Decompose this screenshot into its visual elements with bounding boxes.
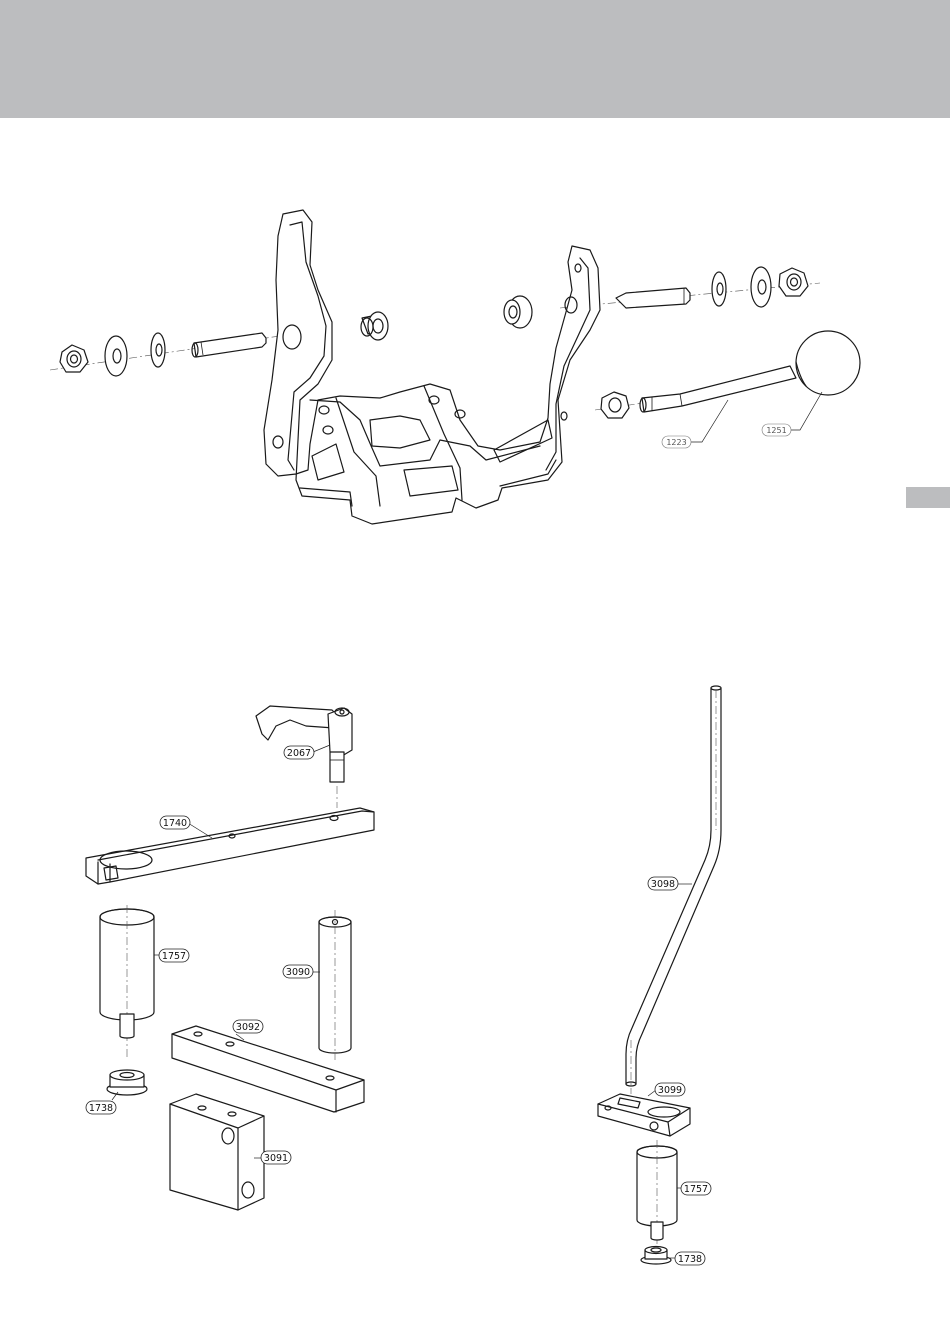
callout-1757a-text: 1757 bbox=[162, 951, 186, 962]
right-lower-hole bbox=[561, 412, 567, 420]
bottom-right-assembly: 3098 3099 1757 1738 bbox=[598, 686, 721, 1265]
right-washer-flat bbox=[751, 267, 771, 307]
callout-1738a-text: 1738 bbox=[89, 1103, 113, 1114]
callout-3099-text: 3099 bbox=[658, 1085, 682, 1096]
left-pin bbox=[192, 333, 266, 357]
left-nut bbox=[60, 345, 88, 372]
part-1738-bushing-b bbox=[641, 1247, 671, 1265]
lever-nut bbox=[601, 392, 629, 418]
part-3091-block bbox=[170, 1094, 264, 1210]
part-1757-cylinder-a bbox=[100, 905, 154, 1060]
callout-1757b-text: 1757 bbox=[684, 1184, 708, 1195]
callout-3099: 3099 bbox=[648, 1083, 685, 1096]
bracket-outline bbox=[264, 210, 600, 524]
callout-2067: 2067 bbox=[284, 745, 330, 759]
callout-1740: 1740 bbox=[160, 816, 212, 838]
callout-3092-text: 3092 bbox=[236, 1022, 260, 1033]
callout-2067-text: 2067 bbox=[287, 748, 311, 759]
right-bushing bbox=[504, 296, 532, 328]
right-pin bbox=[616, 288, 690, 308]
part-1738-bushing-a bbox=[107, 1070, 147, 1095]
callout-1757b: 1757 bbox=[677, 1182, 711, 1195]
part-1757-cylinder-b bbox=[637, 1140, 677, 1250]
callout-3092: 3092 bbox=[233, 1020, 263, 1040]
callout-1251-text: 1251 bbox=[766, 426, 786, 435]
callout-1223-text: 1223 bbox=[666, 438, 686, 447]
part-1740-bar bbox=[86, 808, 374, 884]
callout-1740-text: 1740 bbox=[163, 818, 187, 829]
callout-3098: 3098 bbox=[648, 877, 692, 890]
callout-1738b: 1738 bbox=[668, 1252, 705, 1265]
lever-rod bbox=[640, 366, 796, 412]
left-bushing bbox=[361, 312, 388, 340]
callout-3098-text: 3098 bbox=[651, 879, 675, 890]
left-washer-flat bbox=[105, 336, 127, 376]
lever-knob bbox=[796, 331, 860, 395]
callout-1738b-text: 1738 bbox=[678, 1254, 702, 1265]
right-washer-spring bbox=[712, 272, 726, 306]
right-nut bbox=[779, 268, 808, 296]
left-washer-spring bbox=[151, 333, 165, 367]
callout-3090-text: 3090 bbox=[286, 967, 310, 978]
callout-1757a: 1757 bbox=[154, 949, 189, 962]
top-assembly: 1223 1251 bbox=[50, 210, 860, 524]
callout-3090: 3090 bbox=[283, 965, 320, 978]
bottom-left-assembly: 2067 1740 1757 3090 3092 1738 bbox=[86, 706, 374, 1210]
main-bracket bbox=[264, 210, 600, 524]
part-3090-pin bbox=[319, 910, 351, 1060]
callout-3091-text: 3091 bbox=[264, 1153, 288, 1164]
callout-1738a: 1738 bbox=[86, 1092, 118, 1114]
part-3099-clamp-block bbox=[598, 1094, 690, 1136]
callout-1251: 1251 bbox=[762, 392, 822, 436]
part-2067-clamp-lever bbox=[256, 706, 352, 782]
